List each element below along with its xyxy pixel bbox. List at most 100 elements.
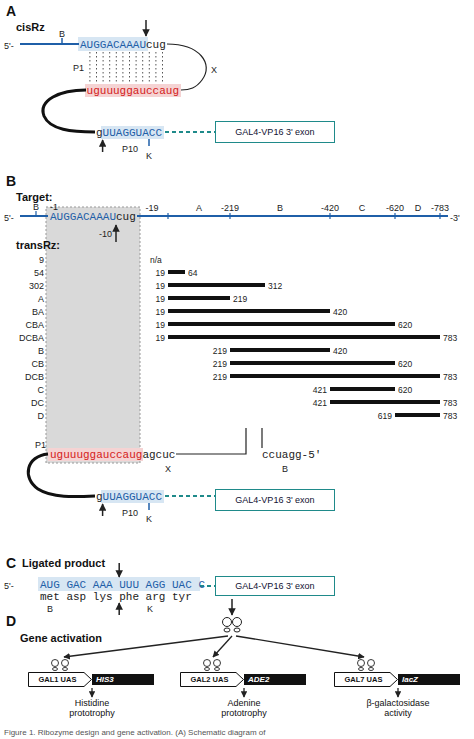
- sequence-text: UUAGGUACC: [103, 491, 162, 503]
- activator-dimer: [223, 618, 242, 633]
- panel-heading: transRz:: [16, 239, 60, 251]
- position-number: 620: [398, 385, 412, 395]
- site-label: P1: [35, 440, 46, 450]
- construct-name: A: [38, 294, 44, 304]
- igs-highlight: [85, 84, 181, 97]
- site-label: P1: [73, 63, 84, 73]
- promoter-label: GAL2 UAS: [191, 675, 234, 684]
- site-tick: [148, 503, 150, 510]
- activator-dimer: [52, 660, 375, 671]
- flow-arrow: [64, 636, 364, 657]
- site-label: K: [147, 604, 153, 614]
- insert-bracket: [176, 428, 246, 454]
- site-label: X: [165, 464, 171, 474]
- insert-bracket: [261, 428, 262, 448]
- site-label: P10: [122, 508, 138, 518]
- site-label: A: [196, 203, 202, 213]
- exon-label: GAL4-VP16 3' exon: [235, 127, 314, 137]
- position-number: 620: [398, 320, 412, 330]
- exon-box: GAL4-VP16 3' exon: [215, 489, 335, 511]
- exon-box: GAL4-VP16 3' exon: [215, 121, 335, 143]
- p10-highlight: [101, 490, 164, 503]
- position-number: 219: [213, 372, 227, 382]
- splice-arrow: [102, 140, 104, 152]
- exon-label: GAL4-VP16 3' exon: [235, 581, 314, 591]
- site-label: -219: [221, 203, 239, 213]
- promoter-arrow: GAL2 UAS: [180, 672, 244, 687]
- junction-arrow: [118, 603, 120, 615]
- construct-name: 54: [34, 268, 44, 278]
- gene-bar: ADE2: [244, 674, 306, 685]
- sequence-text: g: [96, 127, 103, 139]
- phenotype-label: Histidine prototrophy: [57, 699, 127, 719]
- position-number: 619: [378, 411, 392, 421]
- site-label: 5'-: [4, 213, 14, 223]
- position-number: 19: [156, 333, 165, 343]
- sequence-text: AUGGACAAAU: [80, 39, 146, 51]
- construct-name: DCBA: [19, 333, 44, 343]
- position-number: 312: [268, 281, 282, 291]
- site-label: -1: [50, 202, 58, 212]
- p1-highlight: [78, 37, 148, 51]
- position-number: 420: [333, 346, 347, 356]
- panel-letter: B: [6, 173, 16, 189]
- site-label: C: [359, 203, 366, 213]
- gene-label: lacZ: [402, 675, 418, 684]
- site-tick: [148, 139, 150, 146]
- construct-name: DCB: [25, 372, 44, 382]
- phenotype-label: Adenine prototrophy: [209, 699, 279, 719]
- site-tick: [61, 38, 63, 44]
- construct-name: B: [38, 346, 44, 356]
- promoter-arrow: GAL1 UAS: [28, 672, 92, 687]
- site-label: K: [146, 151, 152, 161]
- igs-highlight: [48, 448, 143, 461]
- site-label: 5'-: [4, 581, 14, 591]
- sequence-text: AUGGACAAAU: [50, 211, 116, 223]
- gene-bar: lacZ: [398, 674, 460, 685]
- p1-column: [46, 207, 140, 463]
- construct-name: D: [38, 411, 45, 421]
- target-strand: [137, 215, 448, 217]
- construct-name: DC: [31, 398, 44, 408]
- site-label: B: [59, 29, 65, 39]
- panel-letter: A: [6, 3, 16, 19]
- site-label: B: [277, 203, 283, 213]
- sequence-text: cug: [146, 39, 166, 51]
- panel-heading: Ligated product: [22, 557, 105, 569]
- promoter-shape: [181, 673, 244, 687]
- site-label: K: [146, 514, 152, 524]
- splice-arrow: [102, 504, 104, 516]
- exon-link: [165, 495, 215, 497]
- panel-letter: C: [6, 555, 16, 571]
- outcome-arrow: [92, 688, 398, 697]
- junction-arrow: [118, 563, 120, 577]
- sequence-text: agcuc: [142, 449, 175, 461]
- position-number: 421: [313, 385, 327, 395]
- promoter-label: GAL1 UAS: [39, 675, 82, 684]
- sequence-text: AUG GAC AAA UUU AGG UAC C: [40, 579, 205, 591]
- site-label: -620: [386, 203, 404, 213]
- site-label: -420: [321, 203, 339, 213]
- position-number: 783: [443, 333, 457, 343]
- site-label: X: [211, 65, 217, 75]
- site-label: 5'-: [4, 41, 14, 51]
- position-number: n/a: [150, 255, 162, 265]
- gene-label: HIS3: [96, 675, 114, 684]
- exon-box: GAL4-VP16 3' exon: [215, 576, 335, 596]
- sequence-text: cug: [116, 211, 136, 223]
- site-label: B: [33, 202, 39, 212]
- site-label: -19: [145, 203, 158, 213]
- position-number: 620: [398, 359, 412, 369]
- site-label: -783: [431, 203, 449, 213]
- panel-heading: cisRz: [16, 21, 45, 33]
- position-number: 420: [333, 307, 347, 317]
- construct-name: BA: [32, 307, 44, 317]
- rna-strand: [167, 44, 206, 90]
- construct-name: C: [38, 385, 45, 395]
- gene-label: ADE2: [248, 675, 269, 684]
- site-label: P10: [122, 144, 138, 154]
- promoter-shape: [335, 673, 398, 687]
- panel-heading: Target:: [16, 191, 52, 203]
